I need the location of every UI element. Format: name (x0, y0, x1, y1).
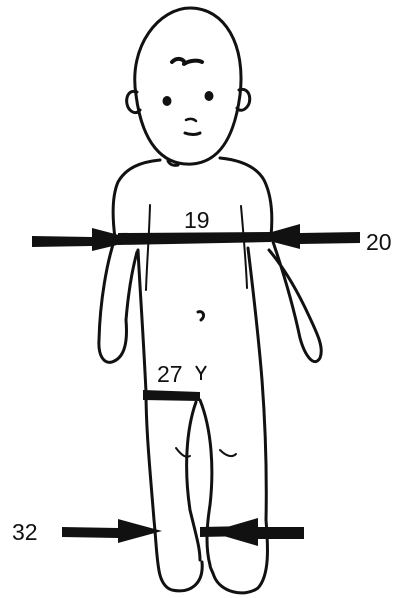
chest-width-label: 19 (184, 207, 210, 233)
chest-arrows-label: 20 (366, 229, 392, 255)
thigh-label: 27 (157, 361, 183, 387)
ankle-arrow-right (210, 518, 304, 546)
right-underarm (241, 206, 247, 288)
chest-arrow-left (32, 228, 138, 251)
right-leg-inner (200, 400, 212, 565)
ankle-arrow-left (62, 519, 162, 543)
chest-arrow-right (254, 224, 360, 249)
left-eye (163, 96, 172, 106)
thigh-band (143, 390, 200, 401)
left-leg-inner (187, 402, 200, 560)
ankle-label: 32 (12, 519, 38, 545)
left-side-body (99, 160, 160, 362)
right-side-body (220, 158, 321, 362)
baby-figure (99, 8, 321, 593)
hair-curl (172, 59, 202, 64)
left-torso-side (138, 250, 146, 392)
right-torso-side (248, 248, 266, 520)
left-leg-outer (146, 392, 202, 591)
head-outline (135, 8, 241, 164)
nose (186, 119, 196, 121)
navel (198, 312, 204, 320)
right-eye (205, 91, 214, 101)
thigh-tick (196, 366, 206, 380)
left-underarm (146, 205, 150, 290)
chest-bar (118, 232, 271, 245)
right-knee-mark (220, 450, 236, 456)
mouth (185, 133, 200, 135)
